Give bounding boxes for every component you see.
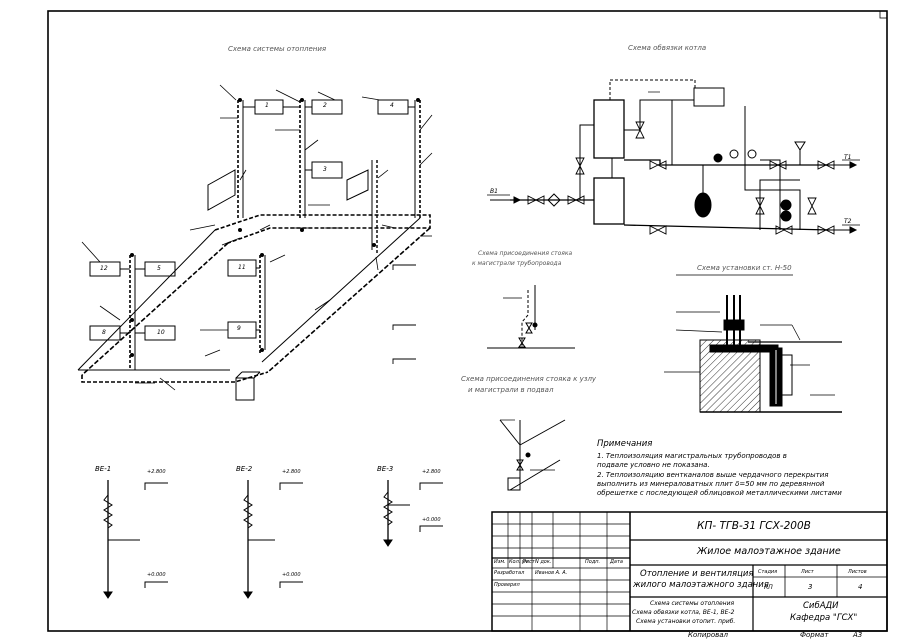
corner-mark bbox=[879, 10, 888, 19]
level-mark: +2.800 bbox=[282, 469, 301, 475]
boiler-unit-lower bbox=[593, 177, 625, 225]
install-detail bbox=[664, 274, 842, 413]
vent-fragments bbox=[103, 480, 443, 599]
stage-value: КП bbox=[764, 584, 773, 591]
stage-label: Стадия bbox=[758, 569, 778, 575]
radiator-label: 3 bbox=[323, 166, 327, 173]
sheet-title-2: жилого малоэтажного здания bbox=[633, 580, 769, 590]
col-header: Изм. bbox=[494, 559, 506, 565]
sheets-value: 4 bbox=[858, 583, 863, 591]
level-mark: +0.000 bbox=[422, 517, 441, 523]
radiator-iso-2 bbox=[346, 169, 369, 201]
radiator-2 bbox=[311, 99, 343, 115]
riser-floor-detail bbox=[487, 285, 575, 349]
note-line: подвале условно не показана. bbox=[597, 461, 710, 469]
radiator-label: 1 bbox=[265, 102, 269, 109]
outer-border bbox=[47, 10, 888, 632]
boiler-controller bbox=[693, 87, 725, 107]
col-header: N док. bbox=[535, 559, 552, 565]
sheet-title-1: Отопление и вентиляция bbox=[640, 569, 754, 579]
radiator-1 bbox=[254, 99, 284, 115]
riser-ceiling-title-2: и магистрали в подвал bbox=[468, 386, 554, 394]
note-line: обрешетке с последующей облицовкой метал… bbox=[597, 489, 842, 497]
developed-label: Разработал bbox=[494, 570, 525, 576]
note-line: 2. Теплоизоляцию вентканалов выше чердач… bbox=[597, 471, 829, 479]
radiator-label: 4 bbox=[390, 102, 394, 109]
level-mark: +0.000 bbox=[282, 572, 301, 578]
riser-ceiling-detail bbox=[499, 419, 566, 491]
fragment-ve2-title: ВЕ-2 bbox=[236, 465, 253, 473]
boiler-scheme-title: Схема обвязки котла bbox=[628, 44, 707, 52]
boiler-output-label: Т1 bbox=[844, 154, 852, 161]
boiler-unit-upper bbox=[593, 99, 625, 159]
radiator-label: 2 bbox=[323, 102, 327, 109]
radiator-label: 5 bbox=[157, 265, 161, 272]
col-header: Подп. bbox=[585, 559, 601, 565]
boiler-scheme bbox=[487, 79, 860, 235]
drawing-desc-2: Схема обвязки котла, ВЕ-1, ВЕ-2 bbox=[632, 609, 735, 616]
radiator-label: 9 bbox=[237, 325, 241, 332]
note-line: 1. Теплоизоляция магистральных трубопров… bbox=[597, 452, 787, 460]
format-label: Формат bbox=[800, 631, 829, 639]
note-line: выполнить из минераловатных плит δ=50 мм… bbox=[597, 480, 825, 488]
radiator-label: 11 bbox=[238, 264, 246, 271]
sheets-label: Листов bbox=[848, 569, 867, 575]
title-block bbox=[491, 511, 888, 632]
radiator-iso-1 bbox=[207, 169, 236, 211]
boiler bbox=[235, 377, 255, 401]
col-header: Дата bbox=[610, 559, 623, 565]
org-name: СибАДИ bbox=[803, 601, 839, 611]
notes-title: Примечания bbox=[597, 439, 653, 449]
copied-label: Копировал bbox=[688, 631, 728, 639]
format-value: А3 bbox=[853, 631, 863, 639]
expansion-tank bbox=[694, 192, 712, 218]
boiler-output-label: Т2 bbox=[844, 218, 852, 225]
boiler-input-label: В1 bbox=[490, 188, 498, 195]
org-department: Кафедра "ГСХ" bbox=[790, 613, 858, 623]
heating-scheme bbox=[77, 84, 433, 401]
project-name: Жилое малоэтажное здание bbox=[697, 546, 841, 557]
drawing-desc-3: Схема установки отопит. приб. bbox=[636, 618, 736, 625]
col-header: Кол. уч bbox=[509, 559, 528, 565]
sheet-label: Лист bbox=[801, 569, 814, 575]
checked-label: Проверил bbox=[494, 582, 520, 588]
radiator-label: 8 bbox=[102, 329, 106, 336]
riser-floor-title-1: Схема присоединения стояка bbox=[478, 250, 573, 257]
radiator-9 bbox=[227, 321, 257, 339]
heating-scheme-title: Схема системы отопления bbox=[228, 45, 327, 53]
radiator-label: 12 bbox=[100, 265, 108, 272]
level-mark: +0.000 bbox=[147, 572, 166, 578]
level-mark: +2.800 bbox=[147, 469, 166, 475]
install-detail-title: Схема установки ст. Н-50 bbox=[697, 264, 792, 272]
level-mark: +2.800 bbox=[422, 469, 441, 475]
sheet-value: 3 bbox=[808, 583, 813, 591]
riser-ceiling-title-1: Схема присоединения стояка к узлу bbox=[461, 375, 597, 383]
riser-floor-title-2: к магистрали трубопровода bbox=[472, 260, 562, 267]
developed-by: Иванов А. А. bbox=[535, 570, 568, 576]
col-header: Лист bbox=[522, 559, 535, 565]
radiator-3 bbox=[311, 161, 343, 179]
doc-code: КП- ТГВ-31 ГСХ-200В bbox=[697, 520, 811, 532]
drawing-desc-1: Схема системы отопления bbox=[650, 600, 735, 607]
fragment-ve1-title: ВЕ-1 bbox=[95, 465, 112, 473]
radiator-label: 10 bbox=[157, 329, 165, 336]
fragment-ve3-title: ВЕ-3 bbox=[377, 465, 394, 473]
